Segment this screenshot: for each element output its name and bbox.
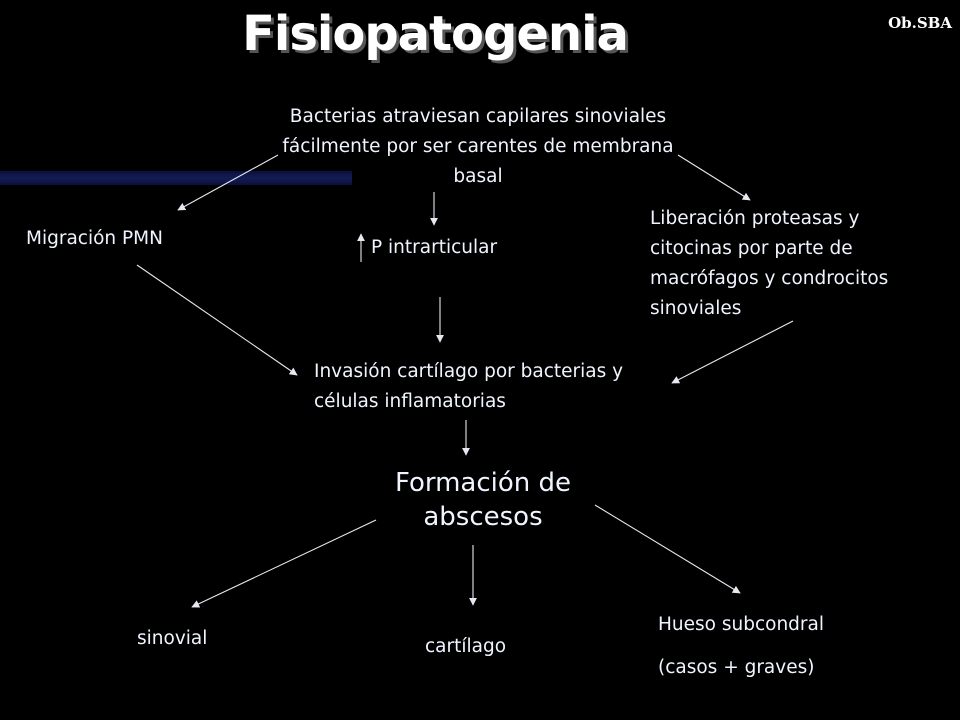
node-sinovial: sinovial (137, 628, 208, 649)
node-liberacion: Liberación proteasas y citocinas por par… (650, 208, 889, 319)
node-presion-intrarticular: P intrarticular (371, 237, 498, 258)
node-invasion: Invasión cartílago por bacterias y célul… (314, 361, 624, 412)
arrow-migracion-to-invasion (136, 264, 298, 376)
node-hueso-subcondral: Hueso subcondral (658, 614, 825, 635)
node-bacterias: Bacterias atraviesan capilares sinoviale… (282, 106, 674, 187)
brand-mark: Ob.SBA (888, 14, 952, 32)
arrow-liberacion-to-invasion (671, 320, 794, 384)
slide-title: Fisiopatogenia (242, 6, 629, 62)
node-formacion-abscesos: Formación de abscesos (394, 468, 572, 532)
node-casos-graves: (casos + graves) (658, 657, 815, 678)
arrow-bacterias-to-migracion (177, 154, 279, 211)
node-migracion-pmn: Migración PMN (26, 228, 163, 249)
arrow-abscesos-to-hueso (594, 504, 741, 594)
decorative-band (0, 171, 352, 185)
arrow-bacterias-to-liberacion (677, 154, 751, 201)
arrow-abscesos-to-sinovial (191, 519, 377, 608)
node-cartilago: cartílago (425, 636, 507, 657)
